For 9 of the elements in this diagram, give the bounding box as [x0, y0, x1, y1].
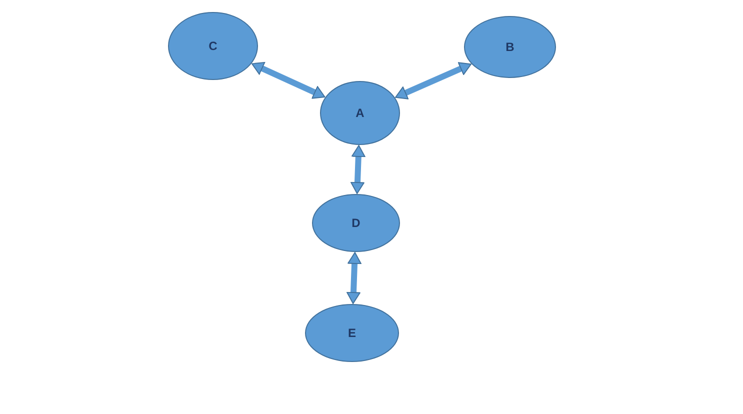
node-label: D	[352, 217, 360, 229]
node-label: A	[356, 107, 364, 119]
node-label: C	[208, 40, 218, 52]
double-arrow	[250, 60, 326, 100]
double-arrow	[346, 252, 362, 304]
node-label: B	[506, 41, 514, 53]
double-arrow	[350, 144, 366, 194]
double-arrow	[394, 61, 473, 100]
node-label: E	[348, 327, 356, 339]
